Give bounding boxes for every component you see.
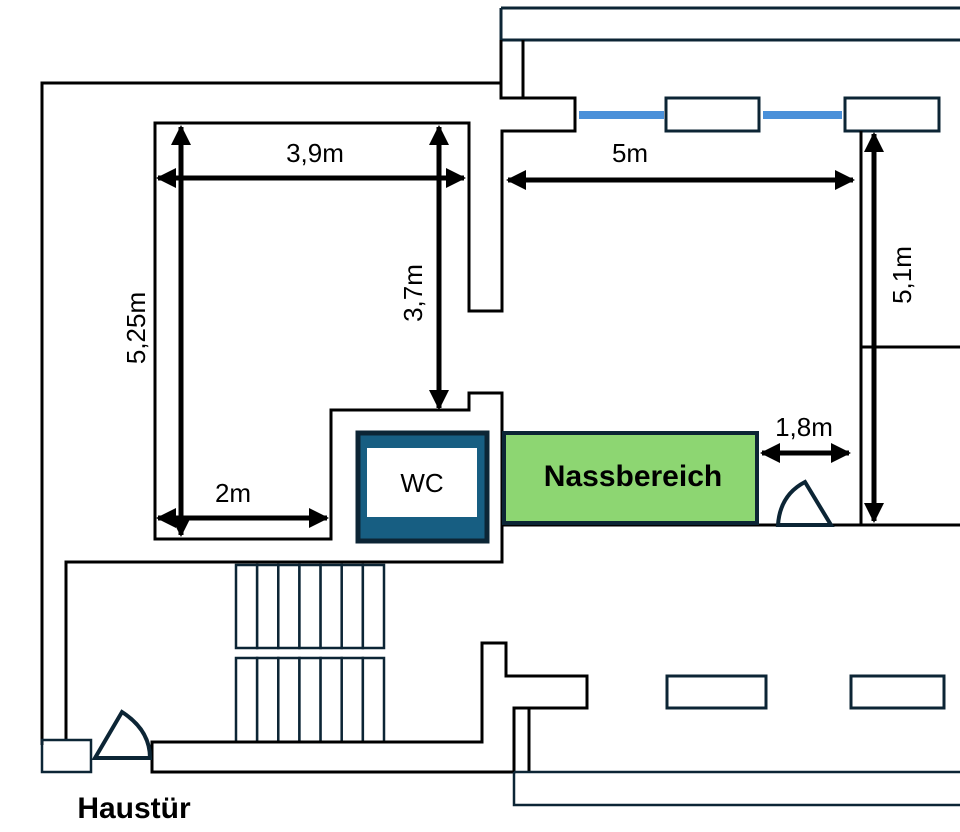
dimension-lines: 3,9m 5,25m 3,7m 2m 5m 5,1m 1,8m <box>121 125 917 537</box>
lower-walls <box>150 641 960 807</box>
wc-unit: WC <box>355 430 490 544</box>
outer-wall <box>40 40 577 745</box>
wc-label: WC <box>400 468 443 498</box>
dim-label-5-25m: 5,25m <box>121 292 151 364</box>
window-frame-3 <box>665 674 768 710</box>
stair-step <box>319 563 343 650</box>
dim-label-5m: 5m <box>612 138 648 168</box>
wet-area-label: Nassbereich <box>544 460 722 493</box>
front-door-label: Haustür <box>77 792 191 825</box>
wet-area: Nassbereich <box>502 431 759 525</box>
window-bottom-row <box>665 674 946 710</box>
stair-step <box>298 656 322 744</box>
front-door-swing-icon <box>91 709 153 760</box>
stair-step <box>298 563 322 650</box>
stairs-lower-flight <box>234 656 386 744</box>
stair-step <box>340 656 365 744</box>
window-frame-2 <box>843 96 941 133</box>
stairs-icon <box>234 563 386 744</box>
door-swing-icon[interactable] <box>775 479 835 527</box>
window-top-row <box>579 96 941 133</box>
stair-step <box>255 656 280 744</box>
dim-label-1-8m: 1,8m <box>775 412 833 442</box>
stair-step <box>319 656 343 744</box>
window-frame-4 <box>849 674 946 710</box>
wc-inner <box>367 448 477 517</box>
stair-step <box>277 563 301 650</box>
front-door[interactable]: Haustür <box>40 709 191 825</box>
window-frame-1 <box>664 96 761 133</box>
dim-label-3-7m: 3,7m <box>398 264 428 322</box>
stair-step <box>361 656 386 744</box>
dim-label-5-1m: 5,1m <box>887 246 917 304</box>
stair-step <box>361 563 386 650</box>
wet-area-box <box>502 431 759 525</box>
stair-step <box>340 563 365 650</box>
stairs-upper-flight <box>234 563 386 650</box>
stair-step <box>255 563 280 650</box>
stair-step <box>277 656 301 744</box>
dim-label-3-9m: 3,9m <box>286 138 344 168</box>
stair-step <box>234 656 259 744</box>
front-door-post <box>40 738 93 774</box>
top-exterior-strip <box>499 6 960 42</box>
stair-step <box>234 563 259 650</box>
dim-label-2m: 2m <box>215 478 251 508</box>
